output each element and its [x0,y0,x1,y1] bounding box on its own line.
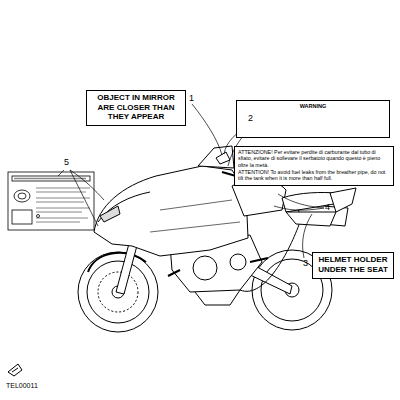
english-warning-text: ATTENTION! To avoid fuel leaks from the … [238,169,390,182]
tyre-pressure-label [8,172,94,230]
mirror-decal: OBJECT IN MIRROR ARE CLOSER THAN THEY AP… [86,90,186,126]
helmet-holder-text: HELMET HOLDER UNDER THE SEAT [316,255,390,274]
tail [330,188,356,212]
mirror [216,152,230,164]
callout-number: 2 [248,114,253,123]
italian-warning-text: ATTENZIONE! Per evitare perdite di carbu… [238,149,390,168]
warning-decal: WARNING [236,100,390,138]
logo-icon [8,364,22,376]
fuel-warning-decal: ATTENZIONE! Per evitare perdite di carbu… [234,146,394,186]
fairing [94,166,248,256]
callout-number: 3 [303,259,308,268]
drawing-code: TEL00011 [6,382,38,389]
callout-number: 5 [64,158,69,167]
callout-number: 4 [325,203,330,212]
mirror-warning-text: OBJECT IN MIRROR ARE CLOSER THAN THEY AP… [90,93,182,122]
helmet-decal: HELMET HOLDER UNDER THE SEAT [312,252,394,279]
warning-heading: WARNING [240,103,386,110]
callout-number: 1 [189,94,194,103]
